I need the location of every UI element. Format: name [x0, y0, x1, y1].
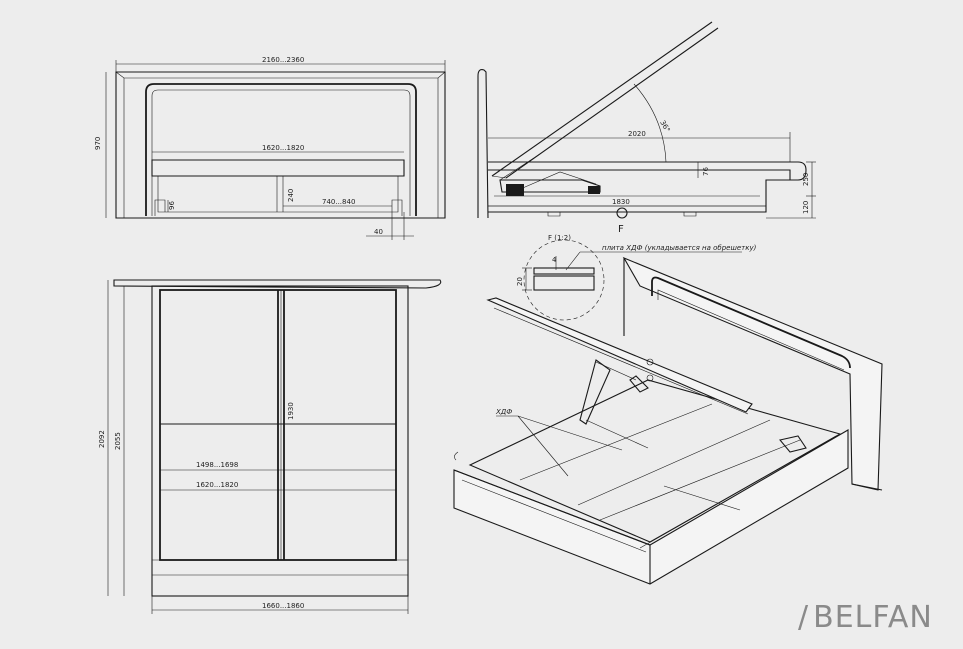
section-marker: F	[618, 224, 624, 235]
dim-side-height-lower: 120	[802, 201, 810, 214]
dim-inner-width-top: 1620...1820	[262, 144, 304, 152]
dim-drawer-width: 740...840	[322, 198, 355, 206]
detail-title: F (1:2)	[548, 234, 571, 242]
dim-headboard-width: 2160...2360	[262, 56, 304, 64]
dim-leg-height: 96	[168, 201, 176, 210]
dim-base-length: 1830	[612, 198, 630, 206]
dim-headboard-height: 970	[94, 137, 102, 150]
detail-f: F (1:2) плита ХДФ (укладывается на обреш…	[516, 234, 757, 321]
brand-slash: /	[798, 600, 810, 635]
front-view: 2160...2360 970 1620...1820 96 240 740..…	[94, 56, 446, 240]
brand-logo: /BELFAN	[798, 600, 933, 635]
brand-name: BELFAN	[813, 600, 933, 635]
dim-plan-total-length: 2092	[98, 430, 106, 448]
dim-plan-mattress-width: 1498...1698	[196, 461, 238, 469]
dim-plan-inner-width: 1620...1820	[196, 481, 238, 489]
dim-lift-rise: 76	[702, 167, 710, 176]
side-view: 36° 2020 76 250 120 1830 F	[477, 21, 816, 235]
dim-plan-outer-width: 1660...1860	[262, 602, 304, 610]
dim-detail-gap: 4	[552, 256, 557, 264]
dim-plan-inner-length: 2055	[114, 432, 122, 450]
dim-drawer-height: 240	[287, 189, 295, 202]
iso-view: ХДФ	[453, 256, 883, 585]
dim-plan-slat-length: 1930	[287, 402, 295, 420]
dim-side-height-upper: 250	[802, 173, 810, 186]
plan-view: 1498...1698 1620...1820 1660...1860 2092…	[98, 279, 442, 614]
dim-side-offset: 40	[374, 228, 383, 236]
hdf-label: ХДФ	[495, 408, 512, 416]
dim-detail-height: 20	[516, 277, 524, 286]
dim-side-length: 2020	[628, 130, 646, 138]
plate-note: плита ХДФ (укладывается на обрешетку)	[602, 244, 757, 252]
dim-lift-angle: 36°	[658, 119, 671, 134]
